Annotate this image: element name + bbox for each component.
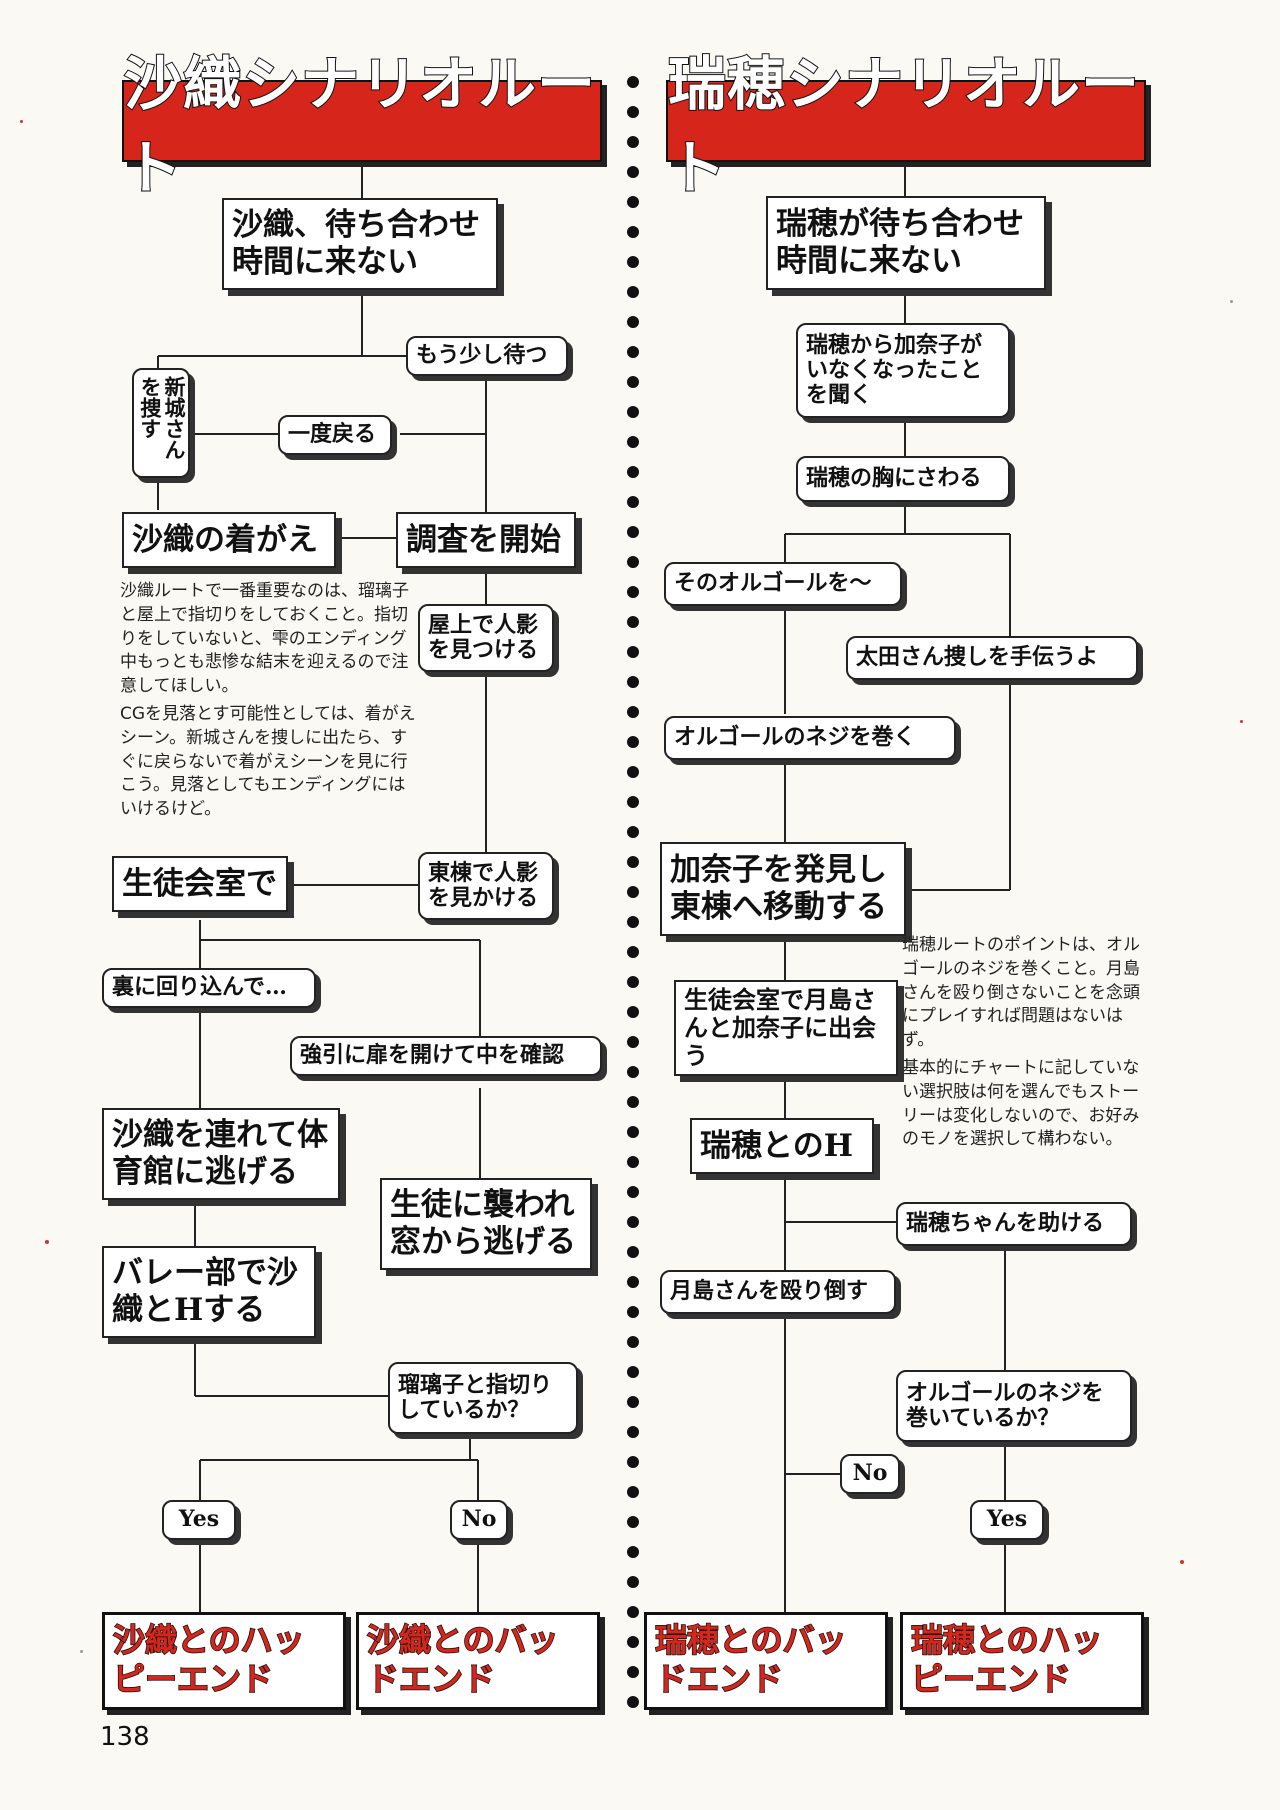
node-hear-kanako-missing: 瑞穂から加奈子がいなくなったことを聞く (796, 323, 1010, 418)
paper-speck (80, 1650, 83, 1653)
paper-speck (45, 1240, 49, 1244)
question-pinky-promise: 瑠璃子と指切りしているか？ (388, 1362, 578, 1434)
ending-mizuho-bad: 瑞穂とのバッドエンド (644, 1612, 888, 1710)
answer-no: No (840, 1454, 900, 1494)
choice-go-around: 裏に回り込んで… (102, 968, 316, 1008)
node-window-escape: 生徒に襲われ窓から逃げる (380, 1178, 592, 1270)
page-number: 138 (100, 1722, 150, 1752)
choice-search-shinjo: 新城さんを捜す (132, 368, 190, 478)
node-student-council: 生徒会室で (112, 856, 288, 912)
answer-yes: Yes (970, 1500, 1044, 1540)
node-volleyball-h: バレー部で沙織とHする (102, 1246, 316, 1338)
choice-touch-chest: 瑞穂の胸にさわる (796, 456, 1010, 502)
node-saori-change: 沙織の着がえ (122, 512, 336, 568)
choice-help-mizuho: 瑞穂ちゃんを助ける (896, 1202, 1132, 1246)
ending-saori-bad: 沙織とのバッドエンド (356, 1612, 600, 1710)
right-strategy-note: 瑞穂ルートのポイントは、オルゴールのネジを巻くこと。月島さんを殴り倒さないことを… (902, 934, 1142, 1152)
right-note-para-2: 基本的にチャートに記していない選択肢は何を選んでもストーリーは変化しないので、お… (902, 1057, 1140, 1150)
choice-music-box: そのオルゴールを〜 (664, 562, 902, 606)
choice-go-back: 一度戻る (278, 415, 392, 455)
node-meet-tsukishima: 生徒会室で月島さんと加奈子に出会う (674, 980, 898, 1076)
node-start-investigation: 調査を開始 (396, 512, 576, 568)
choice-wait-more: もう少し待つ (406, 336, 568, 376)
paper-speck (1240, 720, 1243, 723)
node-mizuho-h: 瑞穂とのH (690, 1118, 874, 1174)
choice-knock-down-tsukishima: 月島さんを殴り倒す (660, 1270, 896, 1314)
choice-help-search-ota: 太田さん捜しを手伝うよ (846, 636, 1138, 680)
node-gym-escape: 沙織を連れて体育館に逃げる (102, 1108, 340, 1200)
paper-speck (20, 120, 23, 123)
right-route-title: 瑞穂シナリオルート (666, 49, 1146, 203)
paper-speck (1230, 300, 1233, 303)
node-find-kanako: 加奈子を発見し東棟へ移動する (660, 842, 906, 936)
left-route-title: 沙織シナリオルート (122, 49, 602, 203)
node-mizuho-late: 瑞穂が待ち合わせ時間に来ない (766, 196, 1046, 290)
column-divider (627, 76, 639, 1708)
left-note-para-1: 沙織ルートで一番重要なのは、瑠璃子と屋上で指切りをしておくこと。指切りをしていな… (120, 581, 409, 697)
choice-rooftop-figure: 屋上で人影を見つける (418, 604, 554, 672)
answer-no: No (450, 1500, 508, 1540)
left-note-para-2: CGを見落とす可能性としては、着がえシーン。新城さんを捜しに出たら、すぐに戻らな… (120, 703, 416, 820)
node-saori-late: 沙織、待ち合わせ時間に来ない (222, 198, 498, 290)
answer-yes: Yes (162, 1500, 236, 1540)
choice-force-door: 強引に扉を開けて中を確認 (290, 1036, 602, 1076)
ending-saori-happy: 沙織とのハッピーエンド (102, 1612, 346, 1710)
choice-wind-music-box: オルゴールのネジを巻く (664, 716, 956, 760)
paper-speck (1180, 1560, 1184, 1564)
question-wound-music-box: オルゴールのネジを巻いているか？ (896, 1370, 1132, 1442)
right-note-para-1: 瑞穂ルートのポイントは、オルゴールのネジを巻くこと。月島さんを殴り倒さないことを… (902, 935, 1140, 1051)
choice-east-wing-figure: 東棟で人影を見かける (418, 852, 554, 920)
left-strategy-note: 沙織ルートで一番重要なのは、瑠璃子と屋上で指切りをしておくこと。指切りをしていな… (120, 580, 420, 822)
ending-mizuho-happy: 瑞穂とのハッピーエンド (900, 1612, 1144, 1710)
